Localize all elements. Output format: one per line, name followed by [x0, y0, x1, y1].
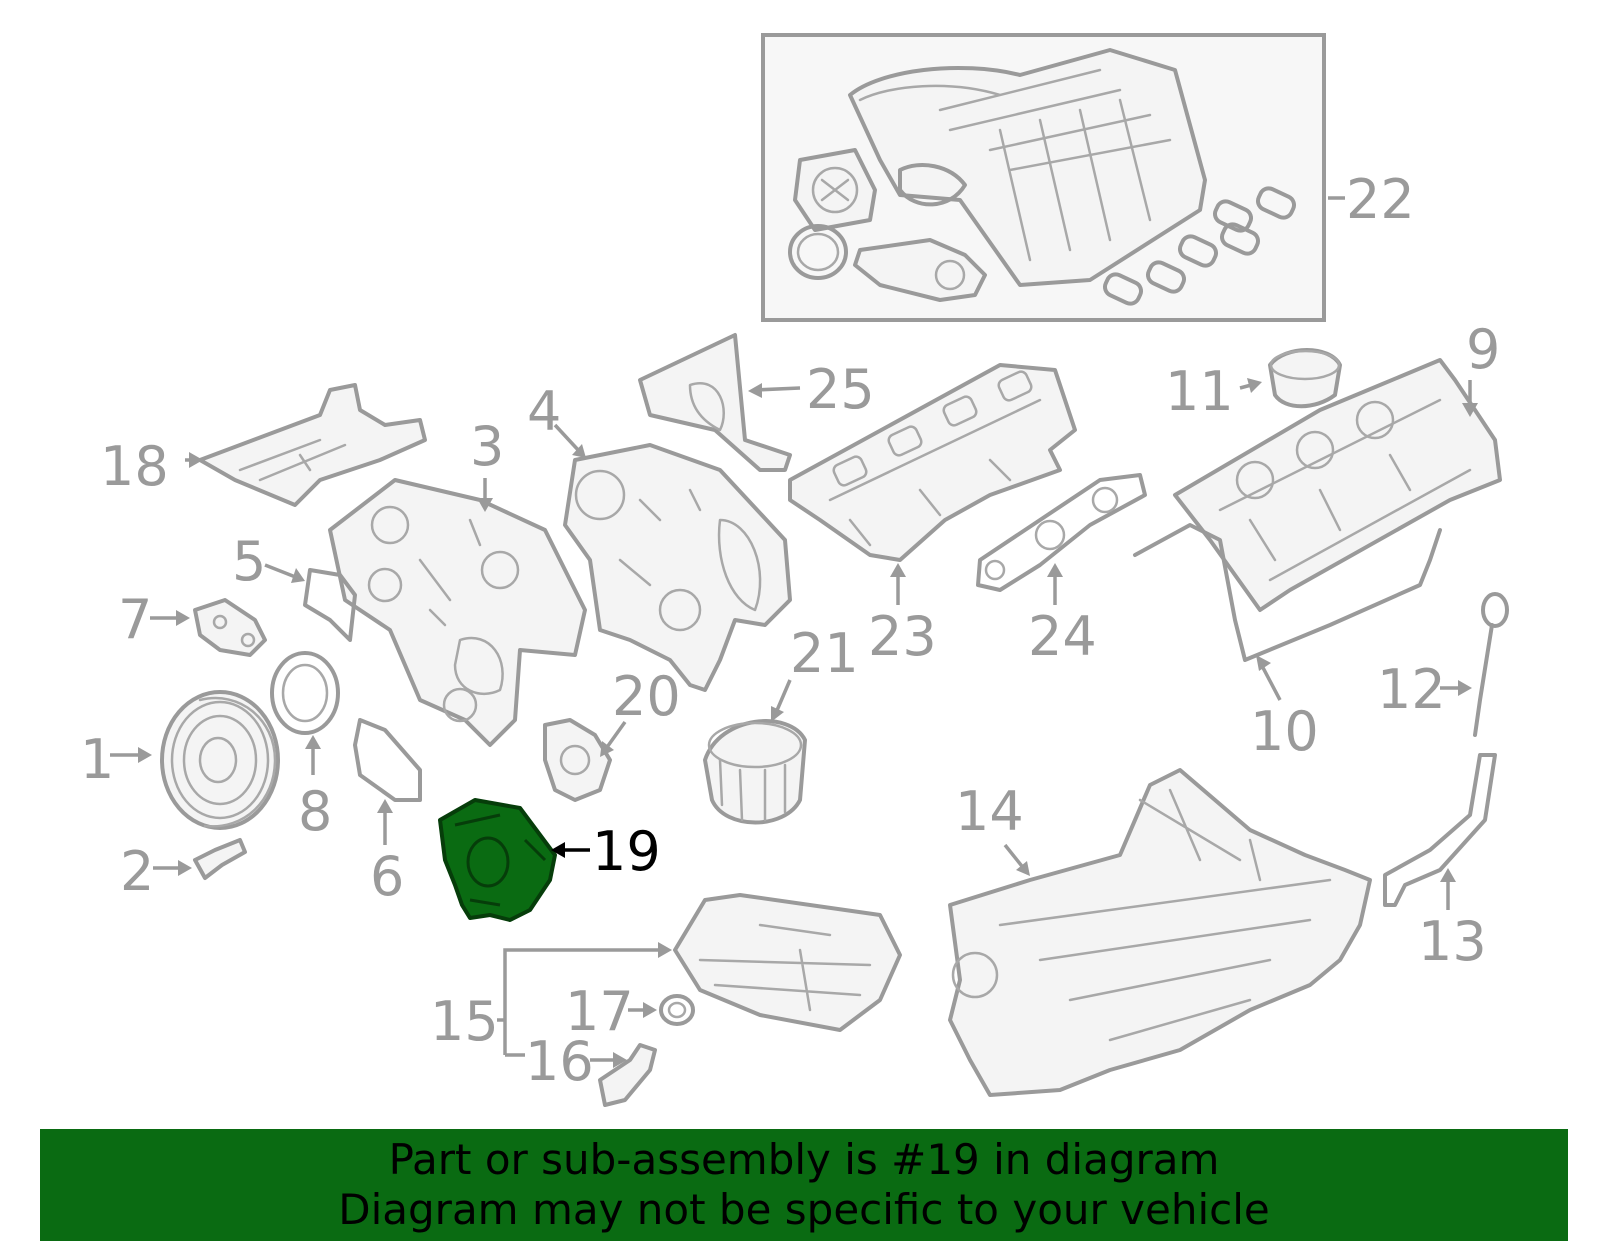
part-1-pulley[interactable]: 1 [80, 690, 280, 830]
callout-14: 14 [955, 780, 1024, 843]
part-25-cover-plate[interactable]: 25 [638, 333, 875, 472]
part-23-lower-intake[interactable]: 23 [788, 363, 1077, 668]
part-6-gasket[interactable]: 6 [353, 718, 422, 908]
part-20-housing[interactable]: 20 [543, 665, 681, 802]
callout-3: 3 [470, 415, 504, 478]
callout-9: 9 [1466, 318, 1500, 381]
part-17-washer[interactable]: 17 [565, 980, 695, 1043]
part-14-upper-oil-pan[interactable]: 14 [948, 768, 1372, 1097]
callout-23: 23 [868, 605, 937, 668]
part-2-bolt[interactable]: 2 [120, 838, 247, 903]
callout-4: 4 [527, 380, 561, 443]
part-7-cover[interactable]: 7 [118, 588, 267, 657]
part-11-oil-cap[interactable]: 11 [1165, 348, 1342, 423]
callout-21: 21 [790, 622, 859, 685]
info-banner: Part or sub-assembly is #19 in diagram D… [40, 1129, 1568, 1241]
part-18-shield[interactable]: 18 [100, 383, 427, 507]
part-8-seal[interactable]: 8 [270, 651, 340, 843]
part-24-gasket[interactable]: 24 [976, 473, 1147, 668]
part-13-dipstick-tube[interactable]: 13 [1383, 753, 1497, 973]
part-5-gasket[interactable]: 5 [232, 530, 357, 642]
callout-7: 7 [118, 588, 152, 651]
callout-20: 20 [612, 665, 681, 728]
callout-22: 22 [1346, 168, 1415, 231]
callout-8: 8 [298, 780, 332, 843]
part-21-oil-filter[interactable]: 21 [703, 622, 859, 825]
callout-18: 18 [100, 435, 169, 498]
banner-line-1: Part or sub-assembly is #19 in diagram [388, 1135, 1220, 1184]
callout-12: 12 [1377, 658, 1446, 721]
callout-6: 6 [370, 845, 404, 908]
callout-1: 1 [80, 728, 114, 791]
part-4-timing-cover[interactable]: 4 [527, 380, 792, 692]
callout-17: 17 [565, 980, 634, 1043]
callout-5: 5 [232, 530, 266, 593]
banner-line-2: Diagram may not be specific to your vehi… [338, 1185, 1270, 1234]
callout-25: 25 [806, 358, 875, 421]
callout-10: 10 [1250, 700, 1319, 763]
callout-19: 19 [592, 820, 661, 883]
part-3-front-cover[interactable]: 3 [328, 415, 587, 747]
part-12-dipstick[interactable]: 12 [1377, 592, 1509, 737]
callout-24: 24 [1028, 605, 1097, 668]
part-9-valve-cover[interactable]: 9 [1173, 318, 1502, 612]
callout-16: 16 [525, 1030, 594, 1093]
part-15-lower-oil-pan[interactable]: 15 [430, 893, 902, 1057]
part-16-drain-plug[interactable]: 16 [525, 1030, 657, 1107]
callout-15: 15 [430, 990, 499, 1053]
part-10-valve-cover-gasket[interactable]: 10 [1133, 523, 1442, 763]
callout-13: 13 [1418, 910, 1487, 973]
callout-2: 2 [120, 840, 154, 903]
part-19-oil-pump[interactable]: 19 [438, 798, 661, 922]
part-22-intake-manifold-assembly[interactable]: 22 [761, 33, 1415, 322]
callout-11: 11 [1165, 360, 1234, 423]
